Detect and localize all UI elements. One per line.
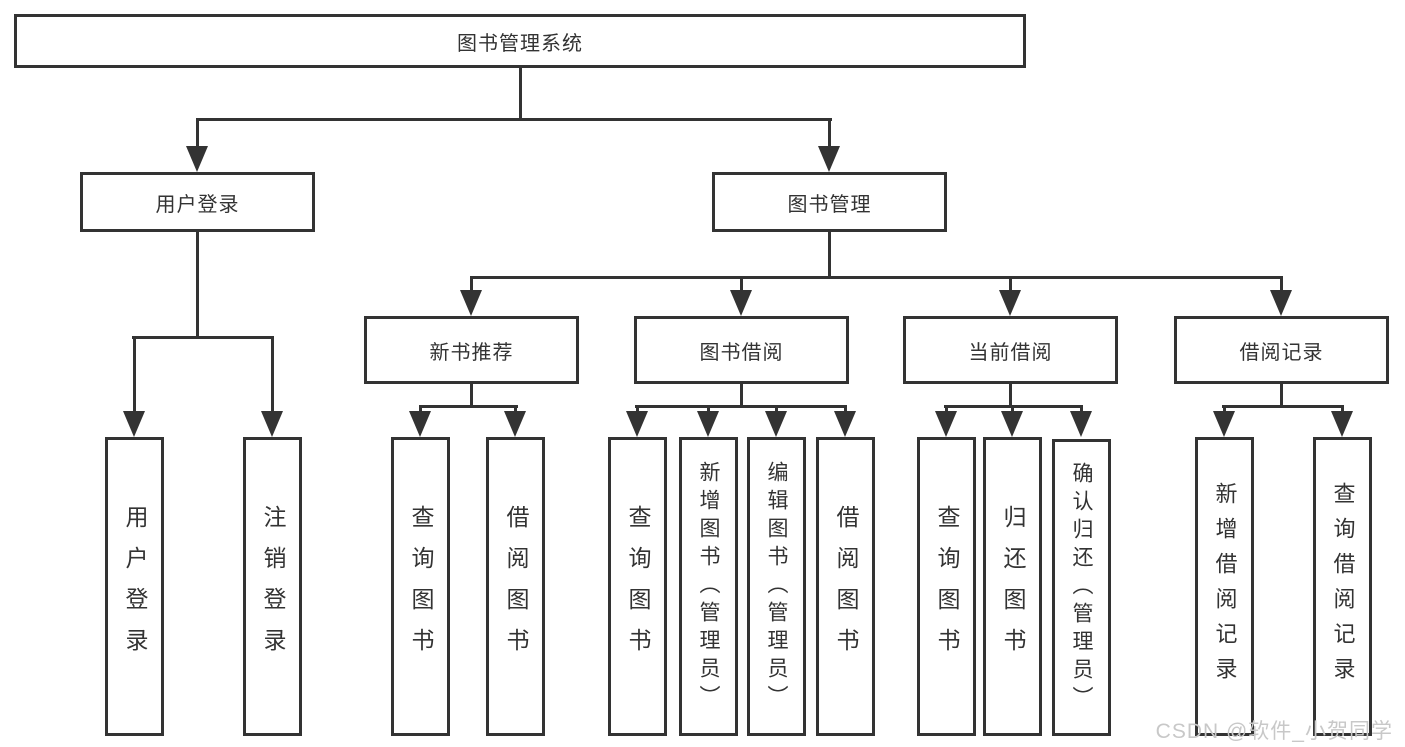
connector-line: [1222, 405, 1344, 408]
connector-line: [1280, 276, 1283, 292]
node-user-login: 用户登录: [80, 172, 315, 232]
leaf-edit-book-admin: 编辑图书（管理员）: [747, 437, 806, 736]
arrow-down-icon: [697, 411, 719, 437]
node-label: 查询图书: [625, 504, 651, 669]
connector-line: [636, 405, 639, 415]
node-label: 确认归还（管理员）: [1070, 461, 1093, 714]
connector-line: [133, 336, 136, 414]
arrow-down-icon: [834, 411, 856, 437]
node-label: 编辑图书（管理员）: [765, 460, 788, 713]
node-label: 新增图书（管理员）: [697, 460, 720, 713]
connector-line: [844, 405, 847, 415]
connector-line: [419, 405, 518, 408]
leaf-add-book-admin: 新增图书（管理员）: [679, 437, 738, 736]
connector-line: [740, 384, 743, 407]
arrow-down-icon: [818, 146, 840, 172]
connector-line: [271, 336, 274, 414]
arrow-down-icon: [935, 411, 957, 437]
arrow-down-icon: [1270, 290, 1292, 316]
node-borrow-records: 借阅记录: [1174, 316, 1389, 384]
connector-line: [514, 405, 517, 415]
arrow-down-icon: [504, 411, 526, 437]
leaf-add-borrow-record: 新增借阅记录: [1195, 437, 1254, 736]
connector-line: [196, 232, 199, 336]
node-label: 查询图书: [934, 504, 960, 669]
connector-line: [945, 405, 948, 415]
connector-line: [470, 384, 473, 407]
arrow-down-icon: [999, 290, 1021, 316]
connector-line: [1341, 405, 1344, 415]
arrow-down-icon: [186, 146, 208, 172]
node-label: 新书推荐: [429, 341, 514, 364]
connector-line: [470, 276, 473, 292]
connector-line: [828, 118, 831, 148]
connector-line: [132, 336, 274, 339]
node-label: 当前借阅: [968, 341, 1053, 364]
node-label: 查询图书: [408, 504, 434, 669]
node-label: 图书管理: [787, 193, 872, 216]
leaf-return-book: 归还图书: [983, 437, 1042, 736]
node-label: 图书管理系统: [457, 32, 583, 55]
arrow-down-icon: [1331, 411, 1353, 437]
connector-line: [519, 68, 522, 118]
connector-line: [1009, 276, 1012, 292]
connector-line: [196, 118, 832, 121]
leaf-user-login: 用户登录: [105, 437, 164, 736]
node-label: 借阅图书: [503, 504, 529, 669]
connector-line: [1080, 405, 1083, 415]
node-label: 用户登录: [122, 504, 148, 669]
node-current-borrow: 当前借阅: [903, 316, 1118, 384]
connector-line: [635, 405, 847, 408]
node-label: 用户登录: [155, 193, 240, 216]
arrow-down-icon: [1213, 411, 1235, 437]
node-label: 借阅图书: [833, 504, 859, 669]
leaf-borrow-query-book: 查询图书: [608, 437, 667, 736]
connector-line: [707, 405, 710, 415]
node-label: 注销登录: [260, 504, 286, 669]
node-book-management: 图书管理: [712, 172, 947, 232]
arrow-down-icon: [730, 290, 752, 316]
arrow-down-icon: [409, 411, 431, 437]
node-library-system: 图书管理系统: [14, 14, 1026, 68]
connector-line: [1280, 384, 1283, 407]
arrow-down-icon: [1070, 411, 1092, 437]
connector-line: [828, 232, 831, 276]
connector-line: [419, 405, 422, 415]
leaf-borrow-borrow-book: 借阅图书: [816, 437, 875, 736]
connector-line: [196, 118, 199, 148]
leaf-confirm-return-admin: 确认归还（管理员）: [1052, 439, 1111, 736]
connector-line: [1223, 405, 1226, 415]
connector-line: [775, 405, 778, 415]
arrow-down-icon: [1001, 411, 1023, 437]
leaf-recommend-query-book: 查询图书: [391, 437, 450, 736]
node-label: 查询借阅记录: [1330, 481, 1356, 692]
arrow-down-icon: [261, 411, 283, 437]
connector-line: [1009, 384, 1012, 407]
leaf-query-borrow-record: 查询借阅记录: [1313, 437, 1372, 736]
arrow-down-icon: [460, 290, 482, 316]
connector-line: [1011, 405, 1014, 415]
leaf-current-query-book: 查询图书: [917, 437, 976, 736]
leaf-recommend-borrow-book: 借阅图书: [486, 437, 545, 736]
node-label: 借阅记录: [1239, 341, 1324, 364]
arrow-down-icon: [765, 411, 787, 437]
node-label: 图书借阅: [699, 341, 784, 364]
node-book-borrow: 图书借阅: [634, 316, 849, 384]
node-label: 新增借阅记录: [1212, 481, 1238, 692]
leaf-logout: 注销登录: [243, 437, 302, 736]
connector-line: [740, 276, 743, 292]
arrow-down-icon: [123, 411, 145, 437]
node-new-book-recommend: 新书推荐: [364, 316, 579, 384]
connector-line: [470, 276, 1283, 279]
node-label: 归还图书: [1000, 504, 1026, 669]
arrow-down-icon: [626, 411, 648, 437]
